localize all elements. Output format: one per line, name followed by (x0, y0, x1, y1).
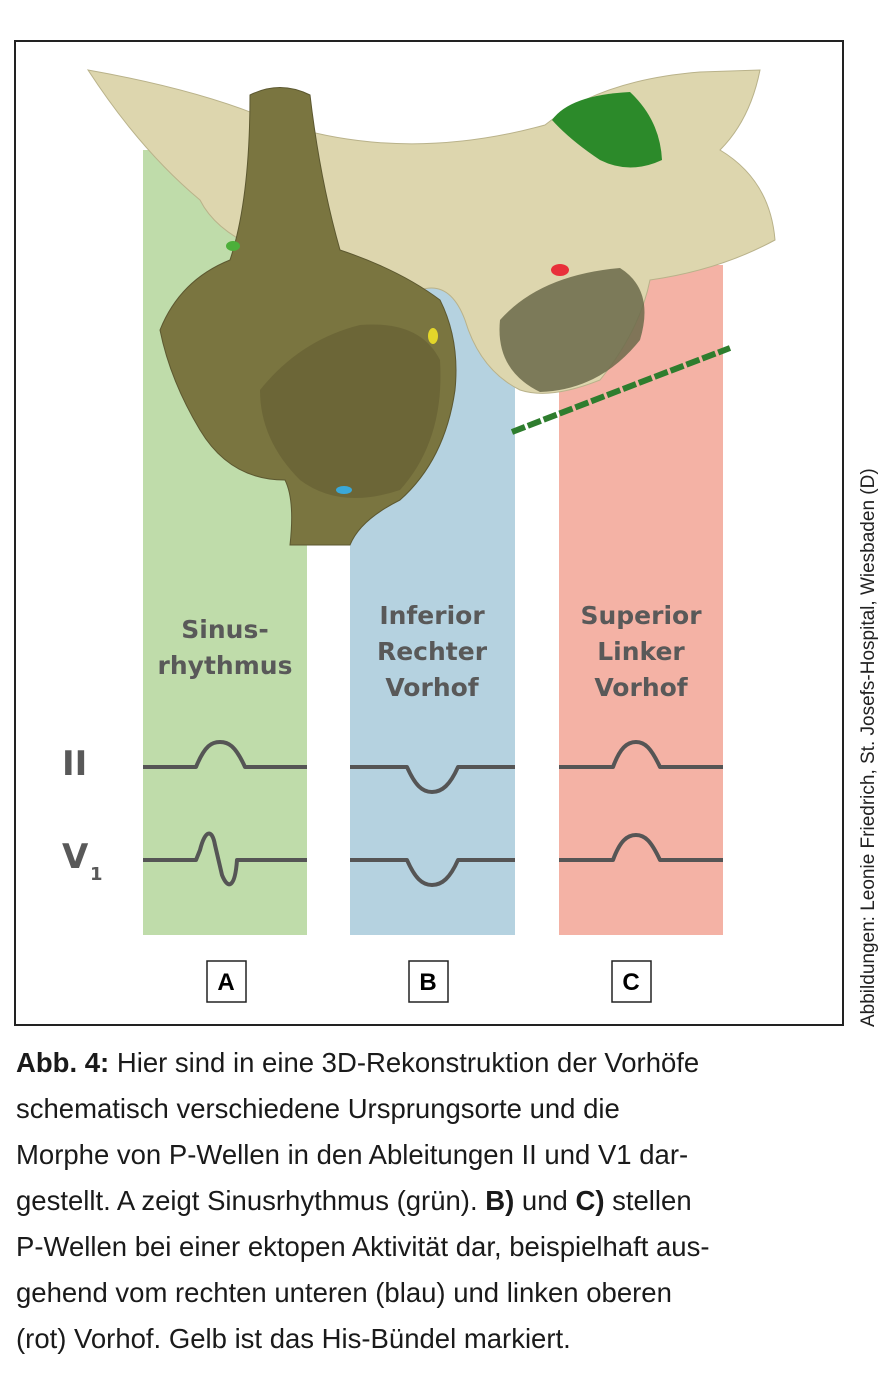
svg-text:Superior: Superior (580, 601, 702, 630)
caption-text: Hier sind in eine 3D-Rekonstruktion der … (109, 1047, 700, 1078)
svg-text:C: C (622, 969, 639, 996)
svg-text:Linker: Linker (597, 637, 685, 666)
svg-text:B: B (419, 969, 436, 996)
caption-line: schematisch verschiedene Ursprungsorte u… (16, 1093, 620, 1124)
svg-text:Vorhof: Vorhof (594, 673, 688, 702)
svg-text:Rechter: Rechter (377, 637, 488, 666)
lead-v1-label: V (62, 837, 89, 877)
wave-b-v1 (350, 858, 515, 887)
caption-ref-b: B) (485, 1185, 515, 1216)
caption-line: P-Wellen bei einer ektopen Aktivität dar… (16, 1231, 710, 1262)
caption-text: gestellt. A zeigt Sinusrhythmus (grün). (16, 1185, 486, 1216)
wave-b-ii (350, 765, 515, 794)
figure-caption: Abb. 4: Hier sind in eine 3D-Rekonstrukt… (16, 1040, 846, 1362)
svg-text:Inferior: Inferior (379, 601, 485, 630)
wave-c-v1 (559, 833, 723, 862)
svg-text:Vorhof: Vorhof (385, 673, 479, 702)
column-a-title: Sinus- rhythmus (158, 615, 293, 680)
caption-text: stellen (604, 1185, 692, 1216)
caption-line: Abb. 4: Hier sind in eine 3D-Rekonstrukt… (16, 1040, 846, 1086)
svg-text:rhythmus: rhythmus (158, 651, 293, 680)
wave-a-v1 (143, 831, 307, 887)
wave-a-ii (143, 740, 307, 769)
lead-v1-subscript: 1 (90, 864, 103, 885)
caption-label: Abb. 4: (16, 1047, 110, 1078)
wave-c-ii (559, 740, 723, 769)
label-box-a: A (206, 960, 247, 1003)
caption-ref-c: C) (575, 1185, 605, 1216)
caption-line: gehend vom rechten unteren (blau) und li… (16, 1277, 672, 1308)
caption-text: und (514, 1185, 576, 1216)
caption-line: (rot) Vorhof. Gelb ist das His-Bündel ma… (16, 1323, 571, 1354)
lead-ii-label: II (62, 744, 87, 784)
svg-text:Sinus-: Sinus- (181, 615, 268, 644)
caption-line: Morphe von P-Wellen in den Ableitungen I… (16, 1139, 689, 1170)
column-b-title: Inferior Rechter Vorhof (377, 601, 488, 702)
caption-line: gestellt. A zeigt Sinusrhythmus (grün). … (16, 1178, 846, 1224)
image-credit: Abbildungen: Leonie Friedrich, St. Josef… (858, 468, 879, 1027)
label-box-b: B (408, 960, 449, 1003)
label-box-c: C (611, 960, 652, 1003)
svg-text:A: A (217, 969, 234, 996)
column-c-title: Superior Linker Vorhof (580, 601, 702, 702)
figure: Sinus- rhythmus Inferior Rechter Vorhof … (14, 40, 844, 1026)
atria-3d-reconstruction (86, 69, 776, 546)
